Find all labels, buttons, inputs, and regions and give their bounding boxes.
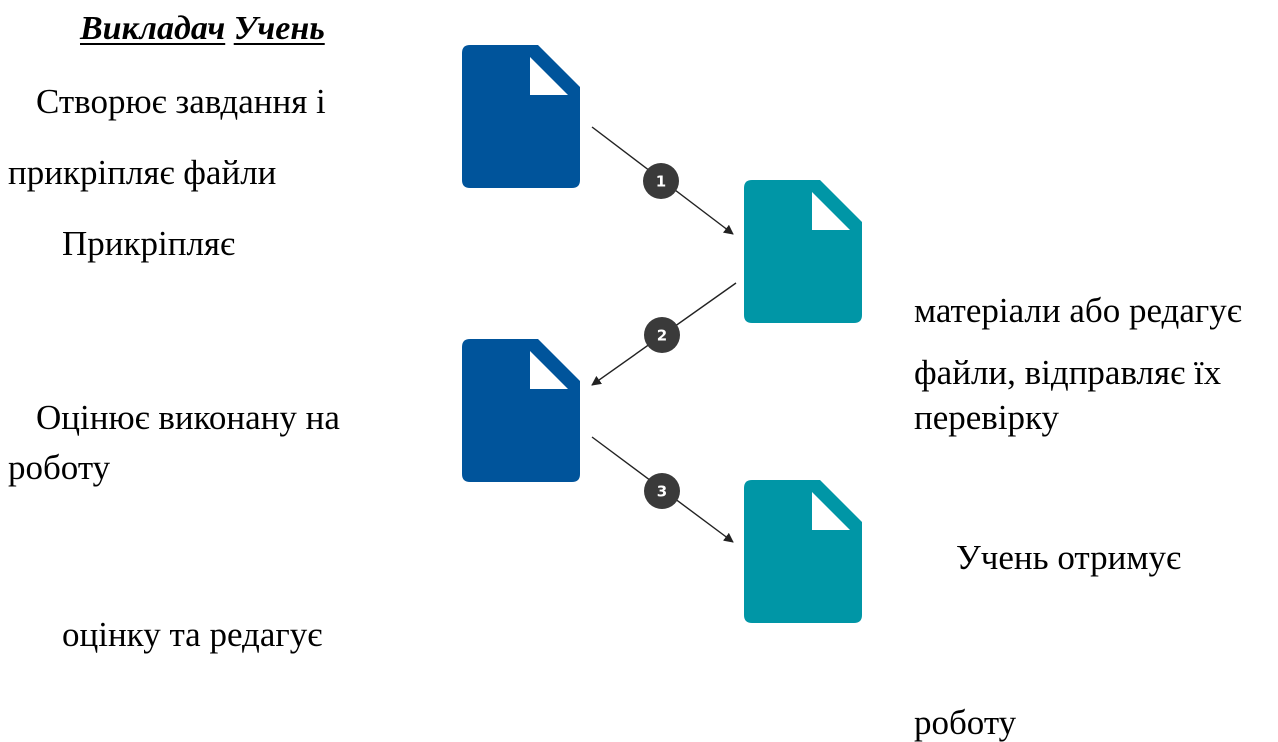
heading-teacher: Викладач: [80, 10, 226, 47]
step-number-2: 2: [657, 327, 667, 345]
left-text-line-2: прикріпляє файли: [8, 153, 277, 192]
heading: Викладач Учень: [80, 10, 325, 48]
left-text-line-1: Створює завдання і: [36, 82, 326, 121]
right-text-line-5: роботу: [914, 703, 1017, 742]
right-text-line-1: матеріали або редагує: [914, 291, 1242, 330]
left-text-line-6: оцінку та редагує: [62, 615, 323, 654]
step-number-1: 1: [656, 173, 666, 191]
step-number-3: 3: [657, 483, 667, 501]
teacher-document-icon-1: [462, 45, 580, 188]
heading-student: Учень: [233, 10, 325, 47]
student-document-icon-1: [744, 180, 862, 323]
right-text-line-3: перевірку: [914, 398, 1060, 437]
student-document-icon-2: [744, 480, 862, 623]
left-text-line-3: Прикріпляє: [62, 224, 236, 263]
teacher-document-icon-2: [462, 339, 580, 482]
right-text-line-2: файли, відправляє їх: [914, 353, 1222, 392]
step-badge-3: 3: [644, 473, 680, 509]
step-badge-2: 2: [644, 317, 680, 353]
right-text-line-4: Учень отримує: [956, 538, 1182, 577]
left-text-line-4: Оцінює виконану на: [36, 398, 340, 437]
step-badge-1: 1: [643, 163, 679, 199]
left-text-line-5: роботу: [8, 448, 111, 487]
